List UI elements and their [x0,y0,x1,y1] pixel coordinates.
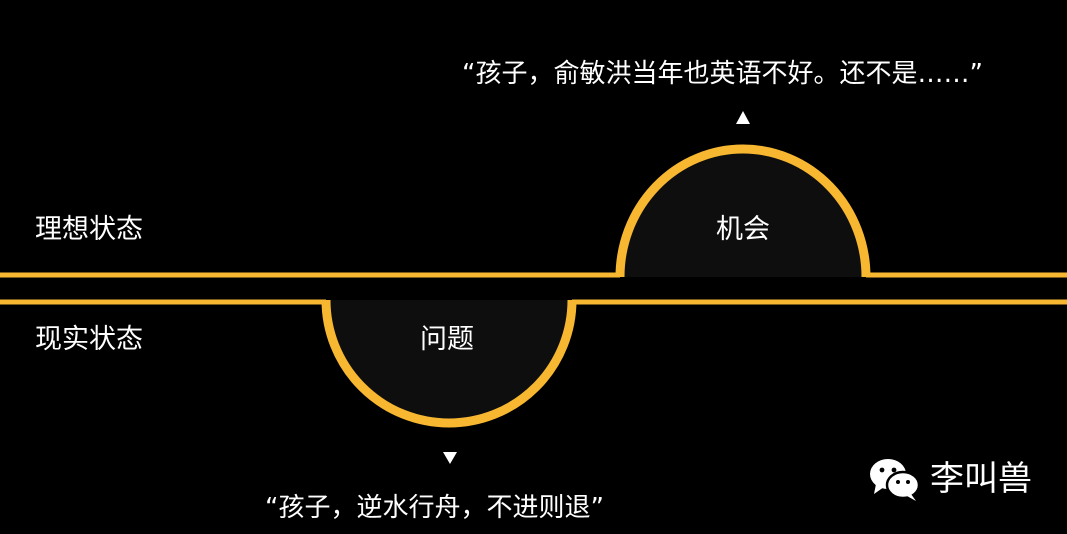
opportunity-dome-outline [615,144,871,278]
ideal-state-label: 理想状态 [35,214,143,245]
problem-bowl-outline [321,299,577,428]
problem-quote: “孩子，逆水行舟，不进则退” [265,493,604,523]
triangle-up-icon [736,111,750,124]
problem-label: 问题 [420,324,474,355]
problem-bowl [326,300,572,423]
opportunity-label: 机会 [716,214,770,245]
wechat-icon [870,459,921,501]
real-state-label: 现实状态 [35,324,143,355]
opportunity-dome [620,149,866,277]
watermark-text: 李叫兽 [930,459,1032,499]
opportunity-quote: “孩子，俞敏洪当年也英语不好。还不是……” [462,59,983,89]
watermark: 李叫兽 [868,456,1032,502]
triangle-down-icon [443,452,457,464]
